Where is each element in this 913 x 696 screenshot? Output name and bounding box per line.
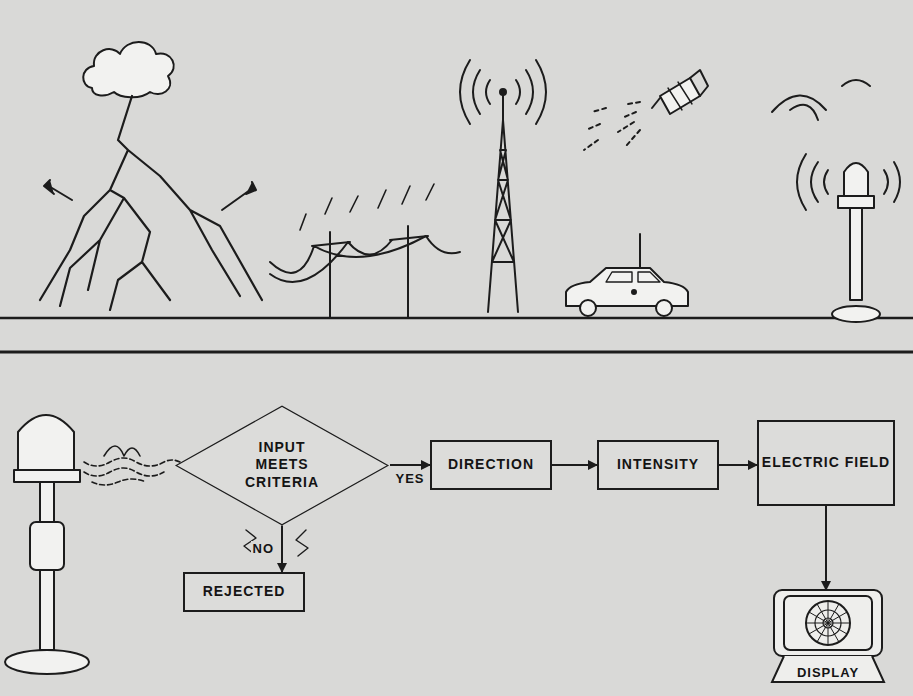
field-arrow — [222, 190, 250, 210]
field-arrow — [44, 180, 54, 194]
node-label: INPUT MEETS CRITERIA — [232, 439, 332, 492]
power-line — [270, 184, 460, 318]
field-arrow — [246, 182, 256, 194]
ground-line — [0, 317, 913, 320]
process-box: ELECTRIC FIELD — [757, 420, 895, 506]
flow-arrow — [825, 506, 827, 590]
satellite — [584, 70, 708, 150]
edge-label: YES — [393, 471, 426, 486]
node-label: INTENSITY — [617, 456, 699, 474]
reject-box: REJECTED — [183, 572, 305, 612]
edge-label: NO — [251, 541, 277, 556]
sensor-station — [5, 415, 180, 674]
signal-squiggle — [244, 530, 308, 556]
node-label: REJECTED — [203, 583, 286, 601]
node-label: DISPLAY — [770, 665, 886, 681]
process-box: DIRECTION — [430, 440, 552, 490]
flow-arrow — [281, 526, 283, 573]
radio-tower — [460, 60, 546, 312]
storm-cloud — [83, 42, 174, 97]
flow-arrow — [552, 464, 597, 466]
flow-arrow — [719, 464, 757, 466]
display-monitor: DISPLAY — [770, 588, 886, 686]
flow-arrow — [390, 464, 430, 466]
node-label: ELECTRIC FIELD — [762, 454, 890, 472]
node-label: DIRECTION — [448, 456, 534, 474]
car — [566, 234, 688, 316]
decision-diamond: INPUT MEETS CRITERIA — [174, 405, 390, 526]
lightning-bolt — [40, 96, 262, 310]
process-box: INTENSITY — [597, 440, 719, 490]
divider-line — [0, 351, 913, 354]
sensor-station — [772, 80, 900, 322]
